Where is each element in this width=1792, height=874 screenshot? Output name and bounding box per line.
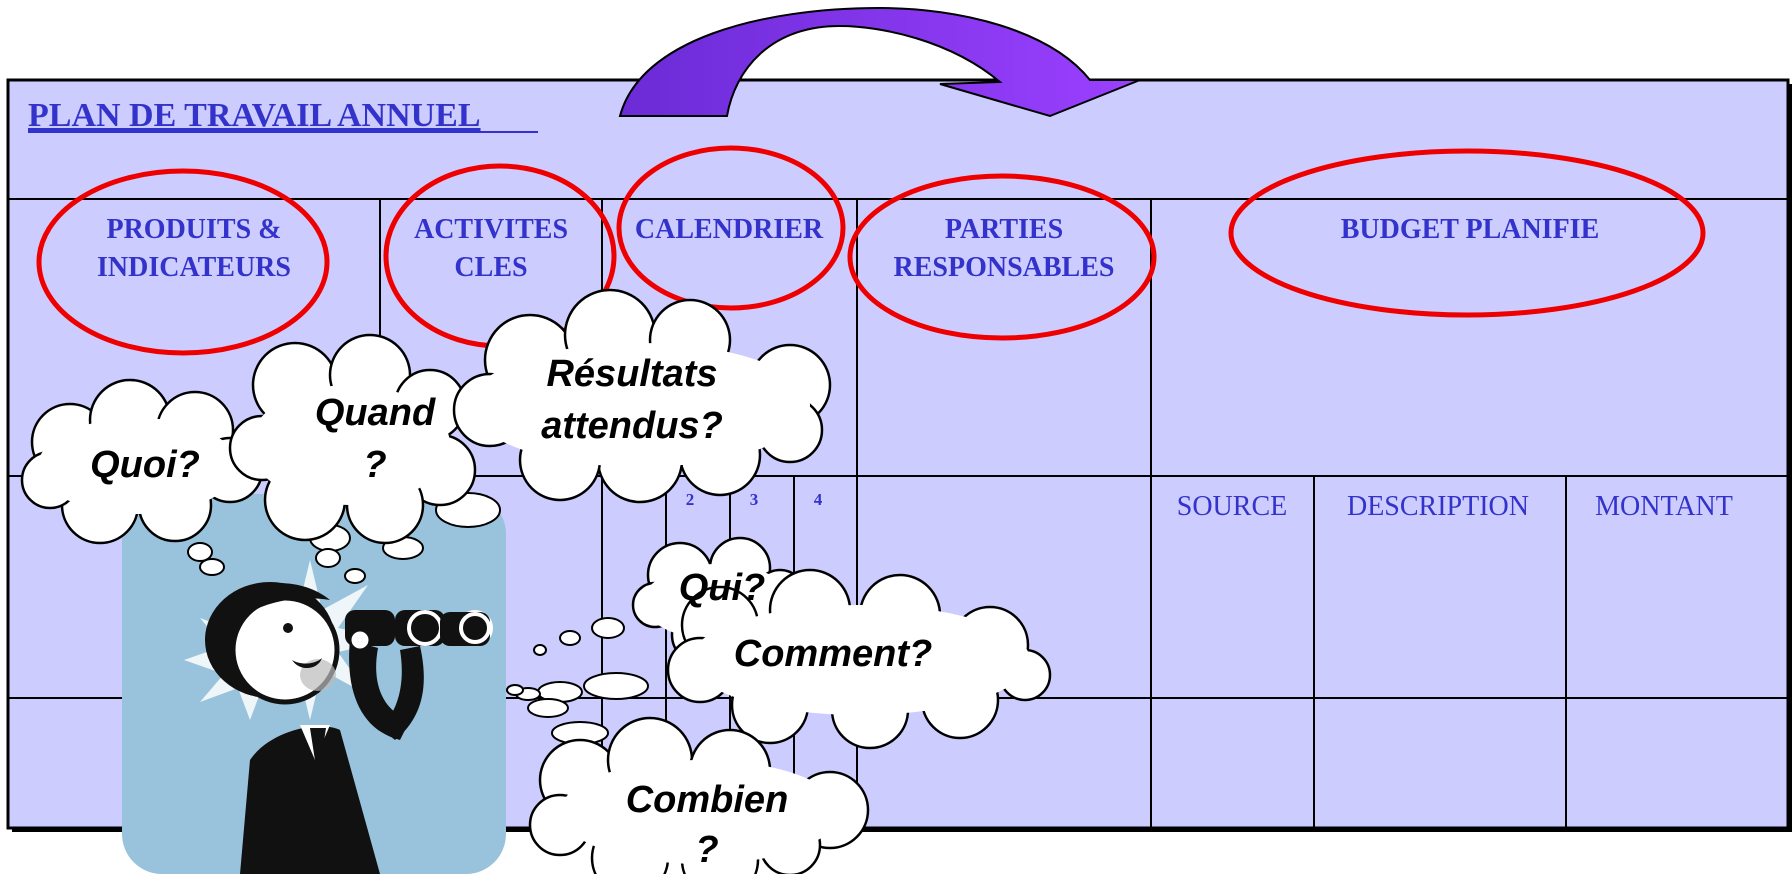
bubble-qui: Qui?: [679, 567, 766, 609]
cloud-quoi: [20, 378, 264, 545]
header-parties-line1: PARTIES: [945, 214, 1063, 245]
bubble-quoi: Quoi?: [90, 444, 200, 486]
header-calendrier: CALENDRIER: [635, 214, 824, 245]
header-budget: BUDGET PLANIFIE: [1341, 214, 1600, 245]
cloud-comment: [666, 568, 1052, 750]
header-activites-line2: CLES: [454, 252, 527, 283]
ellipse-calendrier: [616, 145, 846, 311]
cloud-quand: [228, 333, 477, 545]
ellipse-produits: [36, 168, 330, 356]
bubble-resultats-line1: Résultats: [546, 353, 717, 395]
ellipse-budget: [1228, 148, 1706, 318]
bubble-combien-line1: Combien: [626, 779, 789, 821]
quarter-4: 4: [814, 490, 823, 509]
cloud-resultats: [452, 288, 832, 504]
quarter-2: 2: [686, 490, 695, 509]
bubble-quand-line2: ?: [363, 444, 386, 486]
bubble-comment: Comment?: [734, 633, 932, 675]
page-title: PLAN DE TRAVAIL ANNUEL: [28, 97, 481, 134]
ellipse-parties: [847, 173, 1157, 341]
header-activites-line1: ACTIVITES: [414, 214, 568, 245]
quarter-3: 3: [750, 490, 759, 509]
header-produits-line2: INDICATEURS: [97, 252, 291, 283]
curved-arrow-icon: [618, 6, 1141, 118]
subheader-montant: MONTANT: [1595, 491, 1733, 522]
header-produits-line1: PRODUITS &: [106, 214, 281, 245]
subheader-source: SOURCE: [1177, 491, 1287, 522]
cloud-combien: [528, 716, 870, 874]
bubble-quand-line1: Quand: [315, 392, 436, 434]
subheader-description: DESCRIPTION: [1347, 491, 1529, 522]
bubble-combien-line2: ?: [695, 829, 718, 871]
woman-with-binoculars-icon: [205, 582, 493, 874]
bubble-resultats-line2: attendus?: [541, 405, 723, 447]
header-parties-line2: RESPONSABLES: [894, 252, 1115, 283]
